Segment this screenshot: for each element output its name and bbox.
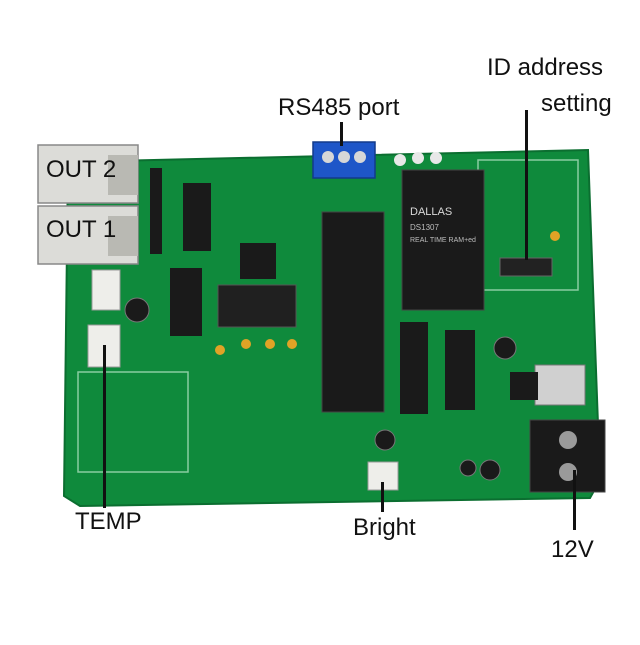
label-rs485-port: RS485 port <box>278 94 400 121</box>
silk-box-gps <box>77 371 189 473</box>
label-id-address: ID address <box>487 54 604 81</box>
rj45-out2 <box>37 144 139 204</box>
ic-chip-5 <box>445 330 475 410</box>
ic-chip-1 <box>183 183 211 251</box>
capacitor-1 <box>124 297 150 323</box>
rtc-model-text: DS1307 <box>410 223 439 232</box>
rtc-module: DALLAS DS1307 REAL TIME RAM+ed <box>401 169 485 311</box>
white-connector-left-top <box>91 269 121 311</box>
label-bright: Bright <box>353 514 416 541</box>
ic-chip-6 <box>150 168 162 254</box>
small-cap-5 <box>550 231 560 241</box>
leader-id-address <box>525 110 528 260</box>
power-terminal <box>529 419 606 493</box>
leader-temp <box>103 345 106 508</box>
ic-chip-4 <box>400 322 428 414</box>
rs485-terminal-block <box>312 141 376 179</box>
capacitor-5 <box>459 459 477 477</box>
leader-rs485 <box>340 122 343 146</box>
rtc-sub-text: REAL TIME RAM+ed <box>410 237 476 244</box>
small-cap-1 <box>215 345 225 355</box>
small-cap-2 <box>241 339 251 349</box>
id-address-header <box>499 257 553 277</box>
ic-chip-3 <box>240 243 276 279</box>
voltage-regulator <box>510 364 586 406</box>
leader-12v <box>573 470 576 530</box>
rtc-brand-text: DALLAS <box>410 206 452 218</box>
label-out1: OUT 1 <box>46 216 117 243</box>
capacitor-2 <box>493 336 517 360</box>
label-12v: 12V <box>551 536 594 563</box>
capacitor-4 <box>479 459 501 481</box>
label-id-setting: setting <box>541 90 612 117</box>
microcontroller <box>321 211 385 413</box>
ic-chip-2 <box>170 268 202 336</box>
label-out2: OUT 2 <box>46 156 117 183</box>
small-cap-4 <box>287 339 297 349</box>
capacitor-3 <box>374 429 396 451</box>
rj45-out1 <box>37 205 139 265</box>
label-temp: TEMP <box>75 508 142 535</box>
ic-socket <box>217 284 297 328</box>
led-3 <box>430 152 442 164</box>
led-1 <box>394 154 406 166</box>
small-cap-3 <box>265 339 275 349</box>
led-2 <box>412 152 424 164</box>
leader-bright <box>381 482 384 512</box>
